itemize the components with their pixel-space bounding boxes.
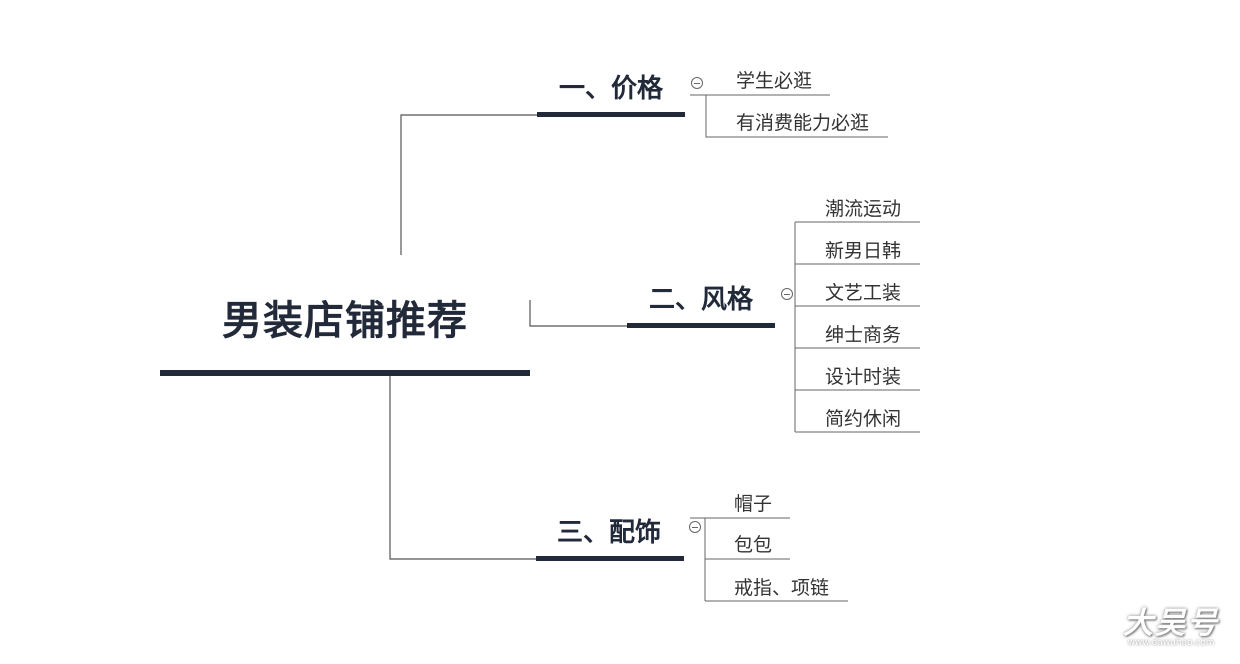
branch-3-underline — [536, 556, 684, 561]
leaf-topic[interactable]: 简约休闲 — [825, 408, 902, 430]
leaf-topic[interactable]: 设计时装 — [825, 366, 902, 388]
leaf-topic[interactable]: 新男日韩 — [825, 240, 902, 262]
watermark-url: www.dawuhao.com — [1127, 638, 1215, 648]
leaf-topic[interactable]: 潮流运动 — [825, 198, 902, 220]
connector-branch-2 — [529, 300, 628, 327]
root-underline — [160, 370, 530, 376]
connector-branch-3 — [389, 376, 537, 560]
collapse-toggle-icon[interactable] — [691, 77, 703, 89]
branch-topic-accessories[interactable]: 三、配饰 — [556, 518, 661, 548]
leaf-topic[interactable]: 绅士商务 — [825, 324, 902, 346]
collapse-toggle-icon[interactable] — [781, 288, 793, 300]
branch-1-underline — [537, 112, 685, 117]
root-topic[interactable]: 男装店铺推荐 — [222, 298, 468, 344]
connector-branch-1 — [400, 114, 538, 255]
leaf-topic[interactable]: 文艺工装 — [825, 282, 902, 304]
leaf-topic[interactable]: 包包 — [734, 534, 773, 556]
leaf-topic[interactable]: 学生必逛 — [736, 70, 813, 92]
leaf-topic[interactable]: 有消费能力必逛 — [736, 112, 870, 134]
leaf-topic[interactable]: 戒指、项链 — [734, 577, 830, 599]
collapse-toggle-icon[interactable] — [689, 521, 701, 533]
branch-2-underline — [627, 323, 775, 328]
leaf-line — [705, 95, 888, 138]
watermark-logo: 大吴号 www.dawuhao.com — [1116, 598, 1226, 648]
branch-topic-style[interactable]: 二、风格 — [648, 285, 753, 315]
branch-topic-price[interactable]: 一、价格 — [558, 74, 663, 104]
watermark-text: 大吴号 — [1123, 606, 1219, 641]
leaf-topic[interactable]: 帽子 — [734, 493, 773, 515]
